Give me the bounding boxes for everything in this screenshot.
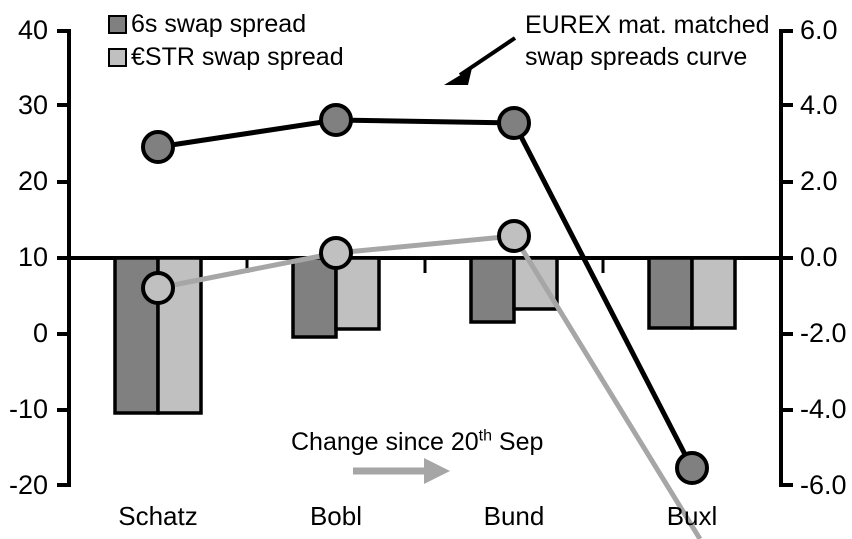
data-point-eurex-bobl xyxy=(319,103,353,137)
left-axis-tick-10: 10 xyxy=(17,242,48,272)
legend-swatch-6s-icon xyxy=(108,15,127,34)
callout-text-line1: EUREX mat. matched xyxy=(525,11,770,39)
right-axis-tick-6: 6.0 xyxy=(800,15,838,45)
data-point-eurex-buxl xyxy=(675,451,709,485)
legend-swatch-estr-icon xyxy=(108,48,127,67)
right-axis-tick-neg6: -6.0 xyxy=(800,470,847,500)
data-point-change-schatz xyxy=(141,271,175,305)
bar-6s-buxl xyxy=(647,256,694,330)
callout-text-line2: swap spreads curve xyxy=(525,43,748,71)
series-line-change xyxy=(141,219,703,539)
category-label-buxl: Buxl xyxy=(666,501,718,531)
right-axis-tick-neg4: -4.0 xyxy=(800,394,847,424)
legend-item-estr-swap-spread[interactable]: €STR swap spread xyxy=(108,45,344,70)
change-direction-arrow-icon xyxy=(353,458,450,484)
bar-group-schatz xyxy=(113,256,203,415)
right-axis-tick-neg2: -2.0 xyxy=(800,318,847,348)
data-point-eurex-schatz xyxy=(141,130,175,164)
left-axis-tick-neg10: -10 xyxy=(8,394,48,424)
change-since-suffix: Sep xyxy=(491,428,544,456)
left-axis-tick-20: 20 xyxy=(17,166,48,196)
category-label-schatz: Schatz xyxy=(118,501,198,531)
data-point-change-bund xyxy=(497,219,531,253)
bar-estr-buxl xyxy=(690,256,737,330)
left-axis-tick-neg20: -20 xyxy=(8,470,48,500)
legend-label-estr: €STR swap spread xyxy=(131,43,344,71)
category-label-bund: Bund xyxy=(483,501,545,531)
change-since-superscript: th xyxy=(478,427,492,445)
bar-6s-bobl xyxy=(291,256,338,339)
left-axis-tick-0: 0 xyxy=(32,318,48,348)
right-axis-tick-4: 4.0 xyxy=(800,90,838,120)
series-line-eurex xyxy=(141,103,709,485)
left-axis-tick-30: 30 xyxy=(17,90,48,120)
change-since-note: Change since 20th Sep xyxy=(291,427,544,456)
bar-group-buxl xyxy=(647,256,737,330)
legend-label-6s: 6s swap spread xyxy=(131,10,307,38)
change-since-prefix: Change since 20 xyxy=(291,428,479,456)
category-label-bobl: Bobl xyxy=(309,501,363,531)
data-point-eurex-bund xyxy=(497,106,531,140)
bar-estr-bund xyxy=(512,256,559,311)
right-axis-tick-0: 0.0 xyxy=(800,242,838,272)
right-axis-tick-2: 2.0 xyxy=(800,166,838,196)
bar-group-bobl xyxy=(291,256,381,339)
bar-estr-bobl xyxy=(334,256,381,331)
bar-6s-bund xyxy=(469,256,516,324)
callout-arrow-icon xyxy=(444,36,517,85)
data-point-change-bobl xyxy=(319,236,353,270)
legend-item-6s-swap-spread[interactable]: 6s swap spread xyxy=(108,12,306,37)
left-axis-tick-40: 40 xyxy=(17,15,48,45)
